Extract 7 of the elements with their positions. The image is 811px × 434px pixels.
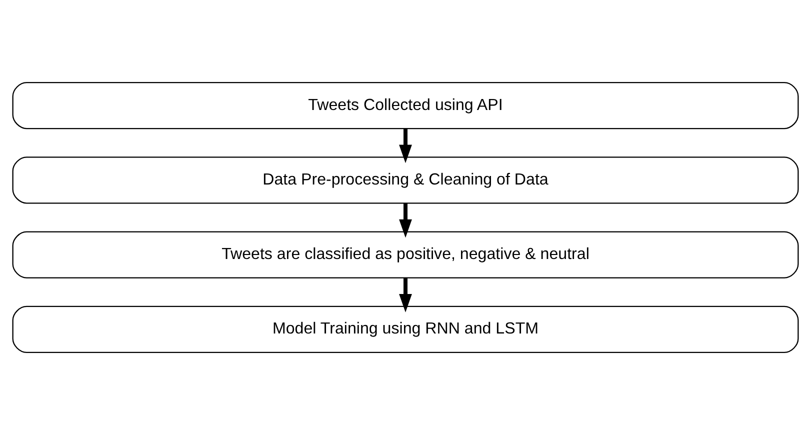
- node-box: Model Training using RNN and LSTM: [12, 305, 799, 352]
- node-box: Data Pre-processing & Cleaning of Data: [12, 156, 799, 204]
- arrow: [399, 202, 412, 238]
- node-box: Tweets Collected using API: [12, 82, 799, 129]
- arrow: [399, 128, 412, 163]
- arrow: [399, 278, 412, 312]
- node-box: Tweets are classified as positive, negative & neutral: [12, 230, 799, 278]
